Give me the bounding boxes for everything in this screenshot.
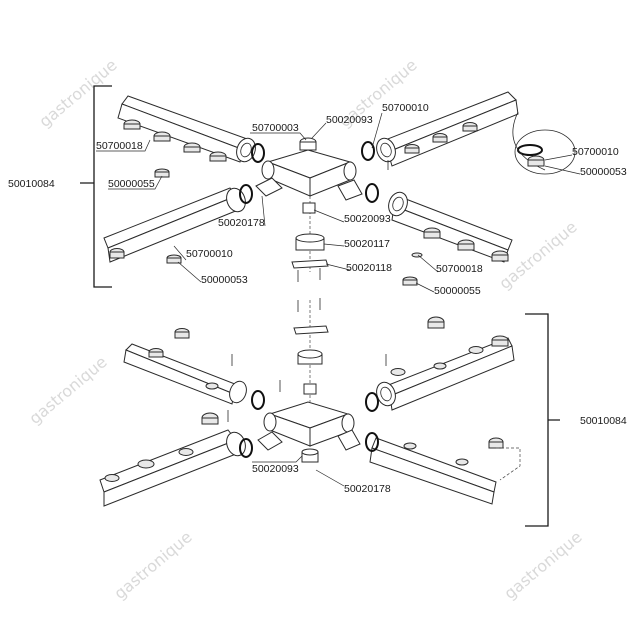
upper-wash-arm-assembly: 50010084 <box>8 85 627 297</box>
watermark-text: gastronique <box>500 527 585 603</box>
wash-arm-upper-left <box>117 95 256 163</box>
callout-label: 50020178 <box>344 483 391 495</box>
callout-label: 50020093 <box>252 463 299 475</box>
callout-label: 50000053 <box>201 274 248 286</box>
callout-label: 50020178 <box>218 217 265 229</box>
callout-label: 50700003 <box>252 122 299 134</box>
watermark-text: gastronique <box>35 55 120 131</box>
central-hub-upper <box>255 137 363 201</box>
central-hub-lower <box>257 401 361 463</box>
leader-lines-lower <box>252 455 345 487</box>
callout-label: 50000055 <box>108 178 155 190</box>
watermark-text: gastronique <box>25 352 110 428</box>
wash-arm-lower-upper-left <box>123 328 247 405</box>
watermark-text: gastronique <box>110 527 195 603</box>
callout-label: 50020117 <box>344 238 390 250</box>
lower-assembly-brace <box>525 313 560 527</box>
upper-assembly-brace <box>80 85 112 288</box>
upper-assembly-brace-label: 50010084 <box>8 178 55 190</box>
o-ring-group-lower <box>239 390 379 458</box>
callout-label: 50020093 <box>326 114 373 126</box>
wash-arm-upper-right <box>376 91 519 167</box>
callout-label: 50700018 <box>96 140 143 152</box>
callout-label: 50020118 <box>346 262 392 274</box>
callout-label: 50700010 <box>382 102 429 114</box>
callout-label: 50000053 <box>580 166 627 178</box>
wash-arm-lower-right <box>388 191 513 263</box>
callout-label: 50700018 <box>436 263 483 275</box>
wash-arm-lower-upper-right <box>376 316 515 411</box>
nozzle-nuts-upper <box>154 168 423 286</box>
callout-label: 50700010 <box>186 248 233 260</box>
wash-arm-lower-left <box>103 187 246 263</box>
center-stack-lower <box>227 298 387 422</box>
wash-arm-lower-lower-right <box>369 437 521 505</box>
callout-label: 50000055 <box>434 285 481 297</box>
nozzle-detail-inset <box>512 111 576 175</box>
lower-wash-arm-assembly: 50010084 <box>99 298 627 527</box>
center-stack-upper <box>291 160 389 282</box>
callout-label: 50700010 <box>572 146 619 158</box>
leader-lines-upper <box>96 112 581 293</box>
wash-arm-lower-lower-left <box>99 412 246 507</box>
callout-label: 50020093 <box>344 213 391 225</box>
lower-assembly-brace-label: 50010084 <box>580 415 627 427</box>
